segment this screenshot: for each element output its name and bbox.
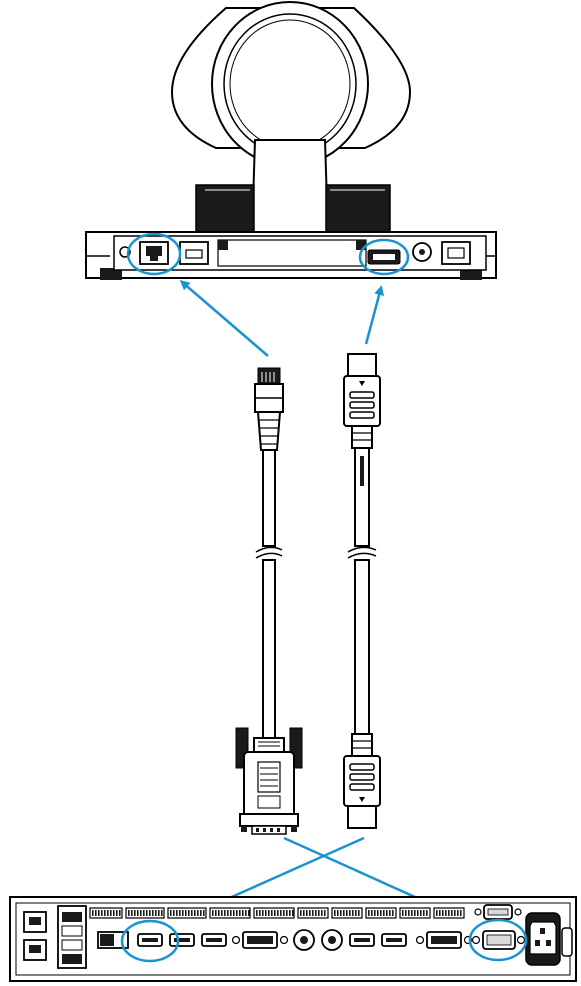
terminal-block: [365, 907, 397, 919]
highlight-rj45-control: [126, 232, 182, 276]
codec-hdmi-port: [381, 933, 407, 947]
codec-dvi-port-2: [415, 931, 473, 949]
codec-hdmi-port: [201, 933, 227, 947]
connector-panel-icon: [85, 231, 497, 280]
codec-displayport: [97, 931, 129, 949]
network-port: [179, 241, 209, 265]
bnc-port: [412, 242, 432, 262]
codec-audio-jacks: [293, 929, 343, 951]
terminal-block: [399, 907, 431, 919]
terminal-block: [89, 907, 123, 919]
terminal-block: [331, 907, 363, 919]
codec-serial-port-top: [474, 904, 522, 920]
hdmi-cable-icon: [343, 353, 381, 829]
codec-terminal-strip: [89, 907, 465, 919]
codec-hdmi-in: [137, 933, 163, 947]
terminal-block: [209, 907, 251, 919]
codec-rs232-port: [471, 930, 526, 950]
camera-stem: [250, 139, 330, 236]
codec-network-ports: [23, 905, 87, 969]
highlight-hdmi-out: [358, 238, 410, 276]
arrow-rj45-to-camera: [179, 280, 269, 357]
codec-dvi-port-1: [231, 931, 289, 949]
highlight-codec-hdmi-in: [120, 919, 180, 963]
rj45-control-port: [139, 241, 169, 265]
ethernet-port: [441, 241, 471, 265]
terminal-block: [253, 907, 295, 919]
camera-lens-inner: [223, 13, 357, 155]
arrow-hdmi-to-camera: [364, 285, 385, 345]
camera-hdmi-out: [367, 249, 401, 265]
hdmi-plug-top: [347, 353, 377, 377]
codec-panel-icon: [9, 896, 577, 982]
terminal-block: [125, 907, 165, 919]
terminal-block: [167, 907, 207, 919]
terminal-block: [433, 907, 465, 919]
ptz-camera-icon: [170, 1, 412, 236]
rj45-plug: [257, 367, 281, 385]
serial-cable-icon: [235, 367, 303, 835]
highlight-codec-rs232: [468, 918, 528, 962]
codec-hdmi-port: [169, 933, 195, 947]
codec-hdmi-ports: [137, 933, 407, 947]
terminal-block: [297, 907, 329, 919]
codec-hdmi-port: [349, 933, 375, 947]
